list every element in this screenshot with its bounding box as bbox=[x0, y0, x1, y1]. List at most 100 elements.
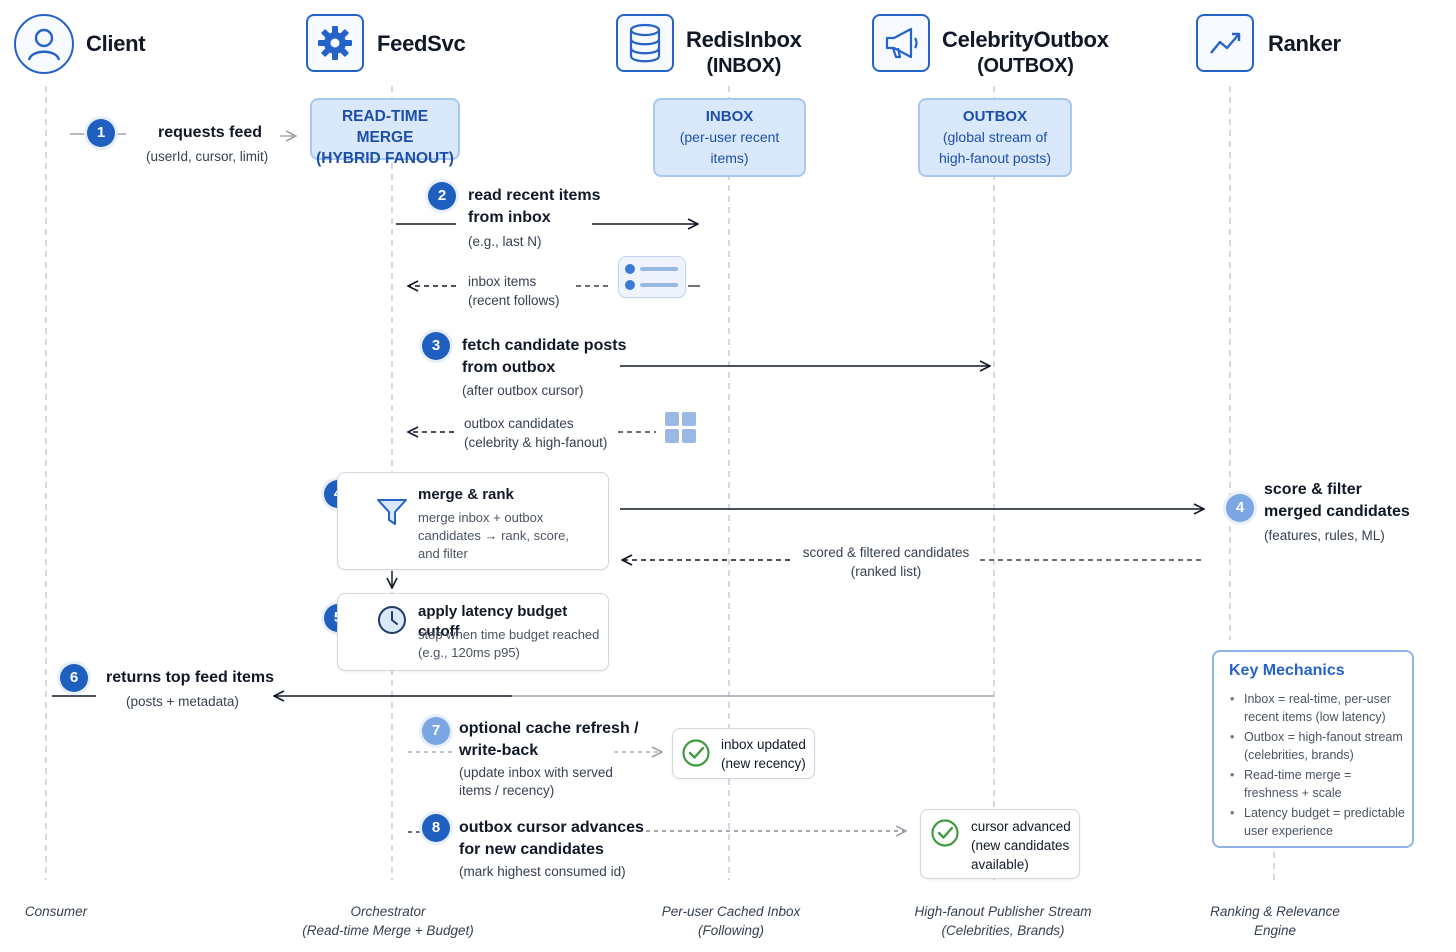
step-3-return-line1: outbox candidates bbox=[464, 416, 574, 431]
ranker-step-detail: (features, rules, ML) bbox=[1264, 528, 1385, 543]
step-7-desc1: (update inbox with served bbox=[459, 765, 613, 780]
inbox-box-title: INBOX bbox=[705, 108, 754, 125]
key-mechanics-list: Inbox = real-time, per-user recent items… bbox=[1228, 690, 1408, 842]
step-3-badge: 3 bbox=[422, 332, 450, 360]
megaphone-icon bbox=[872, 14, 930, 72]
footer-feedsvc-line1: Orchestrator bbox=[350, 904, 426, 919]
step-8-title1: outbox cursor advances bbox=[459, 819, 644, 836]
inbox-updated-card: inbox updated (new recency) bbox=[672, 728, 815, 779]
merge-rank-card: merge & rank merge inbox + outbox candid… bbox=[337, 472, 609, 570]
footer-redisinbox-line2: (Following) bbox=[697, 923, 765, 938]
step-6-badge: 6 bbox=[60, 664, 88, 692]
latency-budget-card: apply latency budget cutoff stop when ti… bbox=[337, 593, 609, 671]
footer-feedsvc: Orchestrator (Read-time Merge + Budget) bbox=[288, 902, 488, 940]
actor-celebrityoutbox-sub: (OUTBOX) bbox=[977, 55, 1074, 77]
check-circle-icon bbox=[681, 738, 711, 773]
step-2-detail: (e.g., last N) bbox=[468, 234, 542, 249]
check-circle-icon bbox=[930, 818, 960, 853]
clock-icon bbox=[376, 604, 408, 641]
step-2-title2: from inbox bbox=[468, 209, 551, 226]
actor-client-name: Client bbox=[86, 31, 146, 56]
client-user-icon bbox=[14, 14, 74, 74]
ranker-return-line2: (ranked list) bbox=[850, 564, 922, 579]
key-mechanics-item: Inbox = real-time, per-user recent items… bbox=[1228, 690, 1408, 726]
footer-ranker-line1: Ranking & Relevance bbox=[1210, 904, 1340, 919]
actor-redisinbox-sub: (INBOX) bbox=[706, 55, 782, 77]
key-mechanics-panel: Key Mechanics Inbox = real-time, per-use… bbox=[1212, 650, 1414, 848]
actor-redisinbox-name: RedisInbox (INBOX) bbox=[686, 27, 802, 79]
inbox-box-line1: (per-user recent bbox=[679, 129, 780, 145]
funnel-icon bbox=[376, 497, 408, 532]
actor-ranker-name: Ranker bbox=[1268, 31, 1341, 56]
inbox-box: INBOX (per-user recent items) bbox=[653, 98, 806, 177]
inbox-updated-line2: (new recency) bbox=[721, 756, 806, 771]
merge-box-line2: (HYBRID FANOUT) bbox=[316, 150, 454, 167]
step-5-desc2: (e.g., 120ms p95) bbox=[418, 645, 520, 660]
outbox-box-line1: (global stream of bbox=[942, 129, 1048, 145]
step-8-detail: (mark highest consumed id) bbox=[459, 864, 626, 879]
step-3-return-line2: (celebrity & high-fanout) bbox=[464, 435, 608, 450]
inbox-updated-line1: inbox updated bbox=[721, 737, 806, 752]
step-7-title1: optional cache refresh / bbox=[459, 720, 639, 737]
step-1-detail: (userId, cursor, limit) bbox=[146, 149, 269, 164]
footer-celebrityoutbox: High-fanout Publisher Stream (Celebrities… bbox=[900, 902, 1106, 940]
footer-ranker-line2: Engine bbox=[1253, 923, 1297, 938]
merge-box-line1: READ-TIME MERGE bbox=[341, 108, 429, 146]
key-mechanics-item: Latency budget = predictable user experi… bbox=[1228, 804, 1408, 840]
footer-celebrityoutbox-line1: High-fanout Publisher Stream bbox=[914, 904, 1092, 919]
step-1-badge: 1 bbox=[87, 119, 115, 147]
step-8-title2: for new candidates bbox=[459, 841, 604, 858]
step-2-badge: 2 bbox=[428, 182, 456, 210]
outbox-box-title: OUTBOX bbox=[962, 108, 1028, 125]
database-icon bbox=[616, 14, 674, 72]
key-mechanics-item: Read-time merge = freshness + scale bbox=[1228, 766, 1408, 802]
step-1-title: requests feed bbox=[158, 124, 263, 141]
step-2-return-line1: inbox items bbox=[468, 274, 537, 289]
step-4-title: merge & rank bbox=[418, 486, 514, 503]
step-5-title: apply latency budget cutoff bbox=[418, 603, 568, 640]
inbox-box-line2: items) bbox=[710, 150, 749, 166]
footer-client: Consumer bbox=[0, 902, 112, 921]
footer-feedsvc-line2: (Read-time Merge + Budget) bbox=[302, 923, 474, 938]
key-mechanics-item: Outbox = high-fanout stream (celebrities… bbox=[1228, 728, 1408, 764]
footer-celebrityoutbox-line2: (Celebrities, Brands) bbox=[941, 923, 1065, 938]
feedsvc-gear-icon bbox=[306, 14, 364, 72]
lifelines bbox=[45, 86, 1275, 884]
step-6-title: returns top feed items bbox=[106, 669, 275, 686]
outbox-box: OUTBOX (global stream of high-fanout pos… bbox=[918, 98, 1072, 177]
step-3-title1: fetch candidate posts bbox=[462, 337, 627, 354]
step-3-detail: (after outbox cursor) bbox=[462, 383, 584, 398]
merge-box: READ-TIME MERGE (HYBRID FANOUT) bbox=[310, 98, 460, 167]
step-7-desc2: items / recency) bbox=[459, 783, 555, 798]
ranker-step-4-badge: 4 bbox=[1226, 494, 1254, 522]
trend-chart-icon bbox=[1196, 14, 1254, 72]
step-7-title2: write-back bbox=[459, 742, 539, 759]
cursor-advanced-line1: cursor advanced bbox=[971, 819, 1071, 834]
step-6-detail: (posts + metadata) bbox=[126, 694, 239, 709]
step-8-badge: 8 bbox=[422, 814, 450, 842]
cursor-advanced-line2: (new candidates bbox=[971, 838, 1070, 853]
cursor-advanced-line3: available) bbox=[971, 857, 1029, 872]
step-2-return-line2: (recent follows) bbox=[468, 293, 560, 308]
step-3-title2: from outbox bbox=[462, 359, 556, 376]
footer-redisinbox: Per-user Cached Inbox (Following) bbox=[640, 902, 822, 940]
actor-celebrityoutbox-name: CelebrityOutbox (OUTBOX) bbox=[942, 27, 1109, 79]
outbox-grid-icon bbox=[664, 411, 698, 450]
cursor-advanced-card: cursor advanced (new candidates availabl… bbox=[920, 809, 1080, 879]
footer-client-line1: Consumer bbox=[24, 904, 88, 919]
step-5-desc1: stop when time budget reached bbox=[418, 627, 600, 642]
actor-redisinbox-title: RedisInbox bbox=[686, 27, 802, 52]
footer-redisinbox-line1: Per-user Cached Inbox bbox=[661, 904, 801, 919]
inbox-list-icon bbox=[618, 256, 686, 298]
step-4-desc3: and filter bbox=[418, 546, 468, 561]
key-mechanics-title: Key Mechanics bbox=[1229, 662, 1345, 679]
step-2-title1: read recent items bbox=[468, 187, 601, 204]
actor-celebrityoutbox-title: CelebrityOutbox bbox=[942, 27, 1109, 52]
step-4-desc2: candidates → rank, score, bbox=[418, 528, 570, 543]
step-4-desc1: merge inbox + outbox bbox=[418, 510, 544, 525]
ranker-return-line1: scored & filtered candidates bbox=[802, 545, 970, 560]
ranker-step-title1: score & filter bbox=[1264, 481, 1362, 498]
outbox-box-line2: high-fanout posts) bbox=[938, 150, 1052, 166]
